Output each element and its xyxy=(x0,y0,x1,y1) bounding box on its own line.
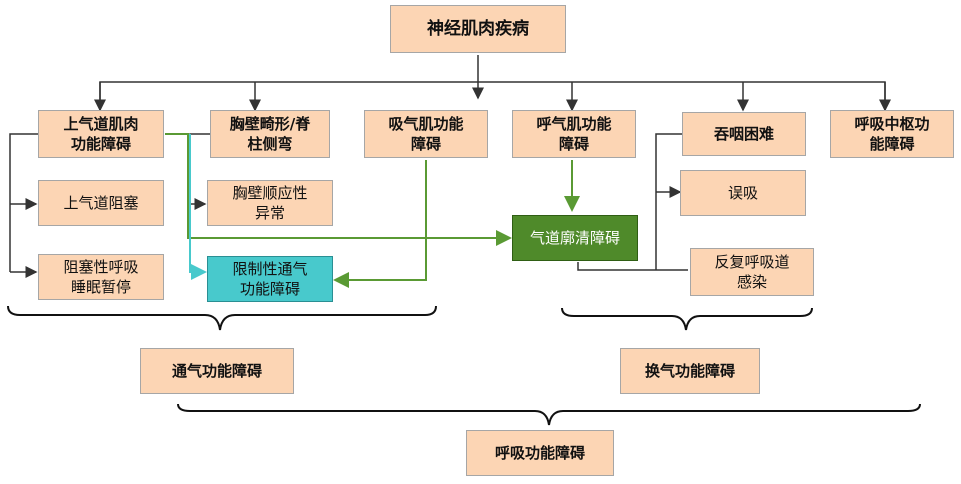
respiratory-dysfunction-node: 呼吸功能障碍 xyxy=(466,430,614,476)
teal-arrow xyxy=(189,134,207,280)
recurrent-infection-node: 反复呼吸道 感染 xyxy=(690,248,814,296)
aspiration-node: 误吸 xyxy=(680,170,806,216)
braces xyxy=(7,305,921,426)
airway-clearance-node: 气道廓清障碍 xyxy=(512,215,638,261)
chest-compliance-node: 胸壁顺应性 异常 xyxy=(207,180,333,226)
inspiratory-muscle-node: 吸气肌功能 障碍 xyxy=(364,110,488,158)
expiratory-muscle-node: 呼气肌功能 障碍 xyxy=(512,110,636,158)
chest-deformity-node: 胸壁畸形/脊 柱侧弯 xyxy=(210,110,330,158)
ventilation-dysfunction-node: 通气功能障碍 xyxy=(140,348,294,394)
upper-airway-obstruction-node: 上气道阻塞 xyxy=(38,180,164,226)
swallowing-branches xyxy=(577,133,688,271)
upper-airway-branches xyxy=(9,133,38,278)
gas-exchange-dysfunction-node: 换气功能障碍 xyxy=(620,348,760,394)
swallowing-node: 吞咽困难 xyxy=(682,112,806,156)
osa-node: 阻塞性呼吸 睡眠暂停 xyxy=(38,254,164,300)
restrictive-ventilation-node: 限制性通气 功能障碍 xyxy=(207,256,333,302)
upper-airway-muscle-node: 上气道肌肉 功能障碍 xyxy=(38,110,164,158)
root-node: 神经肌肉疾病 xyxy=(390,5,566,53)
root-connectors xyxy=(94,55,891,112)
green-arrows xyxy=(165,133,580,288)
central-respiratory-node: 呼吸中枢功 能障碍 xyxy=(830,110,954,158)
